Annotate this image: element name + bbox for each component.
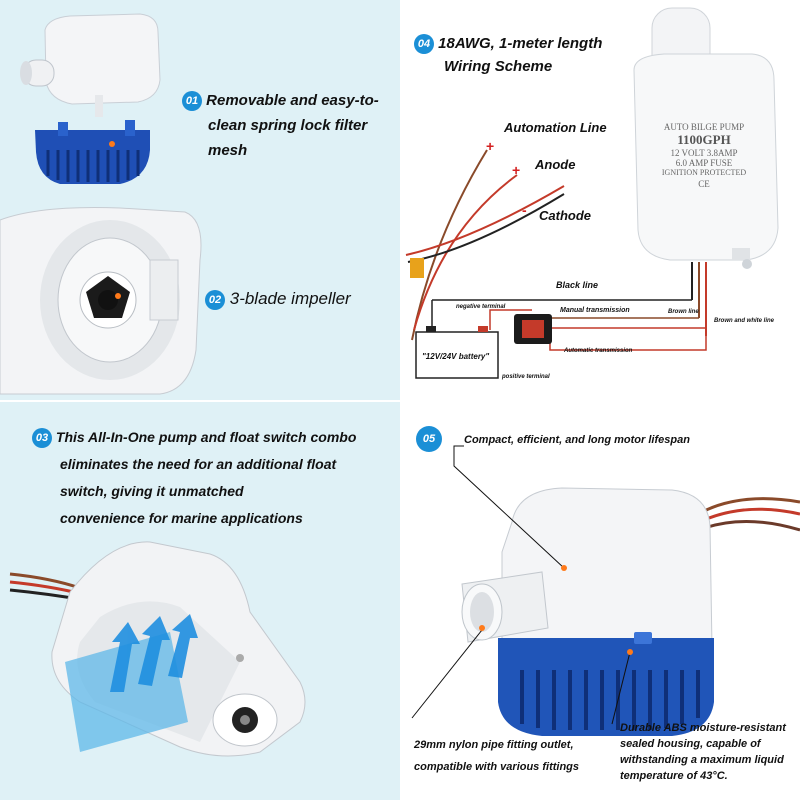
pump-label-fuse: 6.0 AMP FUSE — [675, 158, 733, 168]
callout-housing-line2: sealed housing, capable of — [620, 738, 761, 750]
float-switch-caption: 03 This All-In-One pump and float switch… — [32, 424, 356, 532]
pump-label-model: 1100GPH — [677, 132, 731, 147]
pump-product-illustration — [411, 445, 800, 736]
step-number-badge: 01 — [182, 91, 202, 112]
float-switch-illustration — [9, 541, 306, 757]
step-number-badge: 04 — [414, 34, 434, 55]
filter-mesh-illustration — [20, 13, 161, 184]
wire-label-anode: Anode — [535, 157, 576, 172]
callout-housing-line1: Durable ABS moisture-resistant — [620, 722, 786, 734]
float-switch-caption-line2: eliminates the need for an additional fl… — [60, 456, 337, 472]
black-line-label: Black line — [556, 280, 599, 290]
float-switch-caption-line4: convenience for marine applications — [60, 510, 303, 526]
pump-label-protection: IGNITION PROTECTED — [661, 168, 747, 177]
callout-housing-line3: withstanding a maximum liquid — [620, 754, 784, 766]
float-switch-caption-line1: This All-In-One pump and float switch co… — [55, 429, 357, 445]
callout-outlet-line2: compatible with various fittings — [414, 761, 580, 773]
step-number-badge: 02 — [205, 289, 225, 310]
impeller-illustration — [0, 207, 202, 395]
callout-outlet: 29mm nylon pipe fitting outlet, compatib… — [414, 734, 579, 778]
negative-terminal-label: negative terminal — [456, 304, 506, 310]
battery-label: "12V/24V battery" — [422, 352, 490, 361]
impeller-caption-text: 3-blade impeller — [229, 289, 351, 308]
pump-label-ce: CE — [698, 179, 710, 189]
wire-label-automation: Automation Line — [504, 120, 607, 135]
automatic-transmission-label: Automatic transmission — [564, 348, 633, 354]
pump-label-voltage: 12 VOLT 3.8AMP — [670, 148, 738, 158]
wiring-title: 04 18AWG, 1-meter length Wiring Scheme — [414, 32, 602, 78]
pump-label-brand: AUTO BILGE PUMP — [663, 122, 745, 132]
step-number-badge: 03 — [32, 428, 52, 449]
wiring-title-line1: 18AWG, 1-meter length — [438, 35, 603, 52]
filter-mesh-caption-line2: clean spring lock filter mesh — [208, 117, 368, 159]
callout-housing-line4: temperature of 43°C. — [620, 770, 728, 782]
pump-label: AUTO BILGE PUMP 1100GPH 12 VOLT 3.8AMP 6… — [652, 122, 756, 189]
callout-motor-lifespan: Compact, efficient, and long motor lifes… — [464, 434, 690, 446]
callout-housing: Durable ABS moisture-resistant sealed ho… — [620, 720, 786, 784]
panel-float-switch: 03 This All-In-One pump and float switch… — [0, 402, 400, 800]
plus-sign: + — [512, 162, 521, 178]
brown-white-line-label: Brown and white line — [714, 318, 775, 324]
panel-impeller: 02 3-blade impeller — [0, 200, 400, 400]
positive-terminal-label: positive terminal — [502, 374, 550, 380]
plus-sign: + — [486, 138, 495, 154]
manual-transmission-label: Manual transmission — [560, 307, 630, 314]
wiring-title-line2: Wiring Scheme — [444, 58, 553, 75]
brown-line-label: Brown line — [668, 309, 699, 315]
panel-motor-housing: 05 Compact, efficient, and long motor li… — [402, 402, 800, 800]
horizontal-divider — [0, 400, 800, 402]
filter-mesh-caption: 01 Removable and easy-to- clean spring l… — [182, 88, 400, 163]
step-number-badge-wrapper: 05 — [416, 426, 442, 452]
panel-filter-mesh: 01 Removable and easy-to- clean spring l… — [0, 0, 400, 200]
callout-outlet-line1: 29mm nylon pipe fitting outlet, — [414, 739, 574, 751]
float-switch-caption-line3: switch, giving it unmatched — [60, 483, 244, 499]
impeller-caption: 02 3-blade impeller — [205, 286, 351, 311]
filter-mesh-caption-line1: Removable and easy-to- — [206, 92, 379, 109]
minus-sign: - — [522, 202, 527, 218]
panel-wiring-scheme: 04 18AWG, 1-meter length Wiring Scheme — [402, 0, 800, 400]
wire-label-cathode: Cathode — [539, 208, 591, 223]
step-number-badge: 05 — [416, 426, 442, 452]
wiring-diagram — [405, 7, 779, 379]
